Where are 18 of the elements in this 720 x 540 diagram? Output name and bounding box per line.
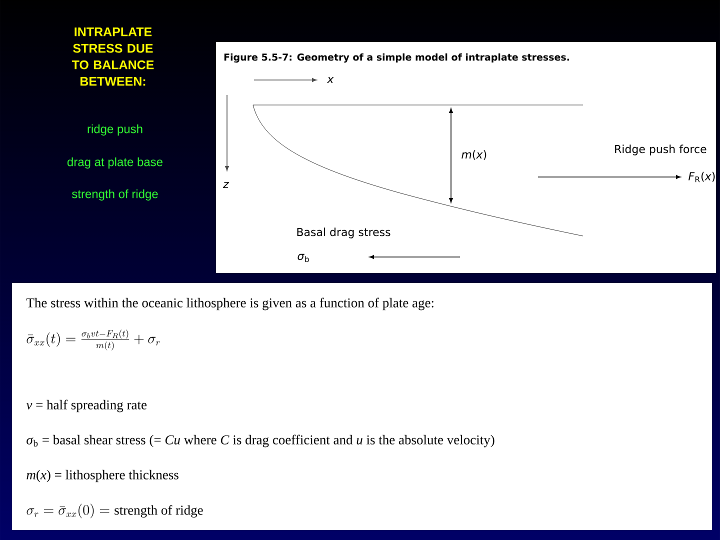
axis-label: z	[223, 182, 229, 188]
list-item: strength of ridge	[72, 189, 158, 201]
force-label: Basal drag stress	[297, 228, 390, 238]
definition-text: v = half spreading rate	[26, 400, 147, 412]
list-item: ridge push	[88, 124, 142, 136]
body-text: The stress within the oceanic lithosphere is given as a function of plate age:	[26, 298, 434, 310]
dimension-label: m(x)	[462, 150, 486, 160]
force-label: F$_{R}$(x)	[688, 172, 715, 182]
axis-label: x	[326, 77, 334, 83]
definition-text: σ$_{b}$ = basal shear stress (= Cu where C is drag coefficient and u is the absolute velocity)	[26, 434, 494, 448]
list-item: drag at plate base	[67, 157, 162, 169]
definition-text: m(x) = lithosphere thickness	[26, 470, 178, 482]
force-label: Ridge push force	[615, 144, 706, 156]
force-label: σ$_{b}$	[298, 254, 309, 262]
definition-text: $\sigma_r = \bar{\sigma}_{xx}(0) = \text{strength of ridge}$	[26, 504, 203, 518]
title: INTRAPLATE STRESS DUE TO BALANCE BETWEEN:	[72, 28, 154, 86]
equation: $\bar{\sigma}_{xx}(t) = \frac{\sigma_b v t - F_R(t)}{m(t)} + \sigma_r$	[26, 330, 160, 350]
figure-caption: Figure 5.5-7: Geometry of a simple model of intraplate stresses.	[224, 53, 569, 63]
